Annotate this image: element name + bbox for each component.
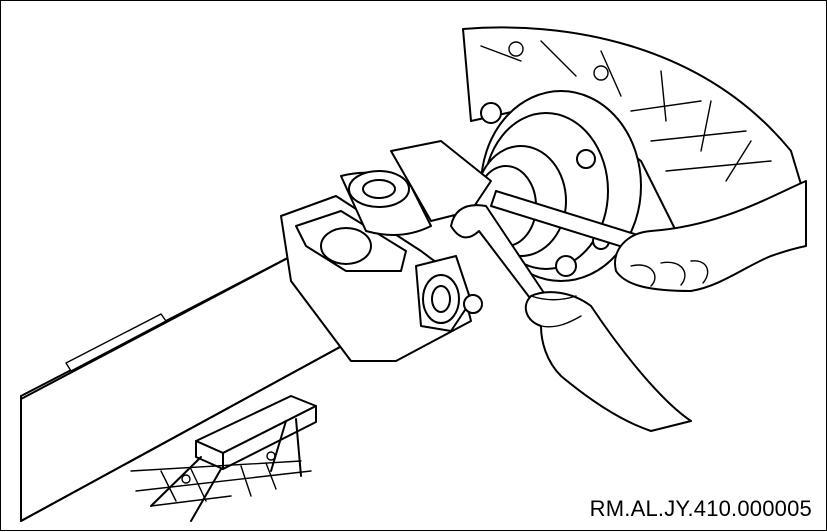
- universal-joint-yoke: [280, 140, 492, 362]
- support-stand: [130, 395, 317, 522]
- right-hand: [614, 180, 807, 292]
- figure-reference-code: RM.AL.JY.410.000005: [589, 496, 812, 521]
- propeller-shaft-tube: [19, 250, 352, 522]
- left-hand: [524, 291, 692, 432]
